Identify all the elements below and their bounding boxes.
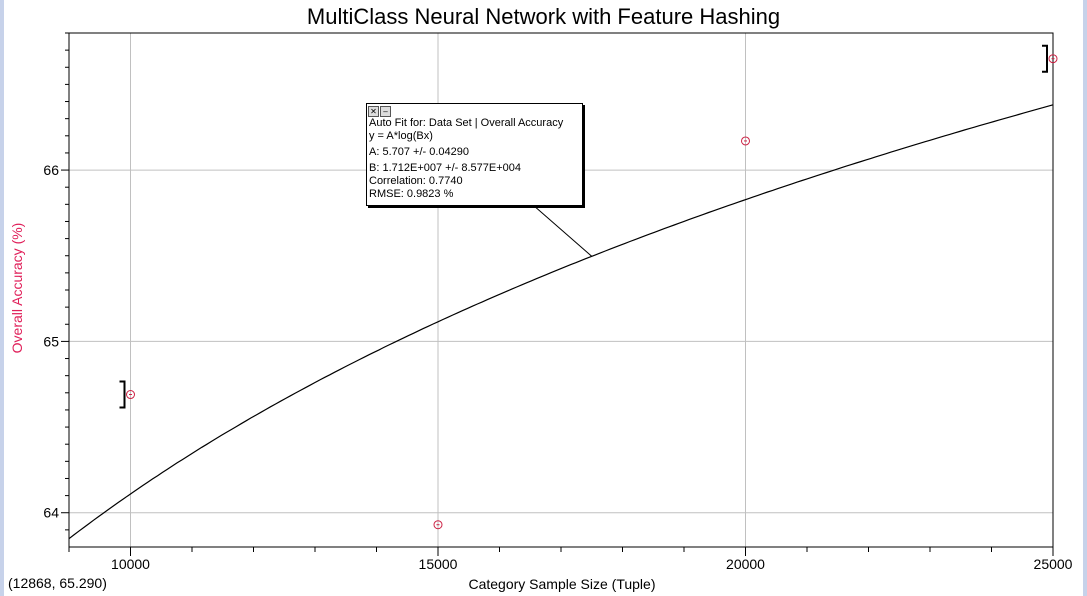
data-point <box>741 136 750 146</box>
fit-box-line: A: 5.707 +/- 0.04290 <box>369 146 469 158</box>
x-axis-label: Category Sample Size (Tuple) <box>468 576 656 592</box>
data-point <box>126 390 135 400</box>
data-point <box>1048 54 1058 64</box>
tick-labels: 10000 15000 20000 25000 64 65 66 <box>43 162 1072 572</box>
x-tick-label: 20000 <box>726 556 765 572</box>
close-icon[interactable]: ✕ <box>368 106 379 117</box>
fit-box-line: Correlation: 0.7740 <box>369 175 463 187</box>
data-points <box>126 54 1058 530</box>
axis-ticks <box>61 32 1054 556</box>
data-point-marker <box>741 136 750 146</box>
window-frame-left <box>0 0 4 596</box>
fit-box-line: Auto Fit for: Data Set | Overall Accurac… <box>369 117 564 129</box>
x-tick-label: 25000 <box>1034 556 1073 572</box>
cursor-coordinate-readout: (12868, 65.290) <box>8 575 107 591</box>
y-tick-label: 65 <box>43 333 59 349</box>
data-point <box>433 520 443 530</box>
data-point-marker <box>126 390 135 400</box>
x-tick-label: 10000 <box>111 556 150 572</box>
y-axis-label: Overall Accuracy (%) <box>9 222 25 354</box>
fit-box-line: B: 1.712E+007 +/- 8.577E+004 <box>369 162 521 174</box>
y-tick-label: 64 <box>43 505 59 521</box>
fit-box-leader-line <box>532 204 593 257</box>
fit-box-line: RMSE: 0.9823 % <box>369 188 454 200</box>
fit-box-line: y = A*log(Bx) <box>369 130 433 142</box>
fit-curve <box>68 104 1054 540</box>
data-point-marker <box>1048 54 1058 64</box>
data-point-marker <box>433 520 443 530</box>
minimize-icon[interactable]: – <box>380 106 391 117</box>
y-tick-label: 66 <box>43 162 59 178</box>
window-frame-right <box>1083 0 1087 596</box>
x-tick-label: 15000 <box>419 556 458 572</box>
error-brackets <box>119 44 1048 409</box>
chart-title: MultiClass Neural Network with Feature H… <box>306 4 781 29</box>
auto-fit-info-box[interactable]: ✕– Auto Fit for: Data Set | Overall Accu… <box>366 103 583 206</box>
selection-bracket <box>119 380 126 409</box>
selection-bracket <box>1042 44 1048 73</box>
